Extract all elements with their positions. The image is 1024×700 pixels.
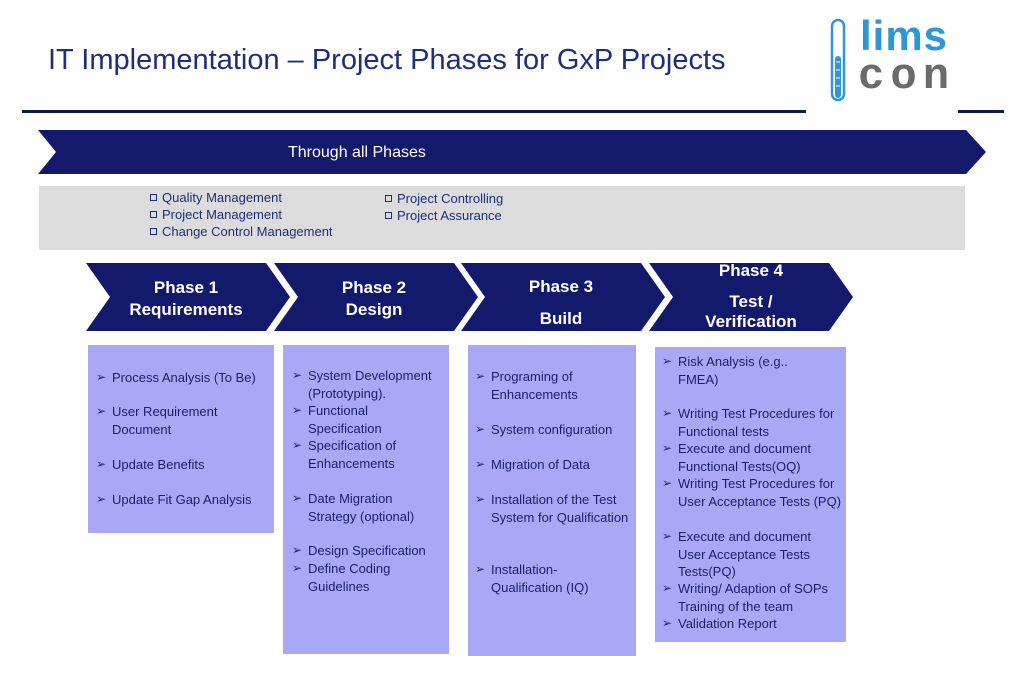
list-item: Project Assurance [385,208,502,223]
phase-4-activities: ➢Risk Analysis (e.g.. FMEA) ➢Writing Tes… [655,347,846,642]
limscon-logo: lims con [828,12,956,110]
arrowhead-bullet-icon: ➢ [475,562,486,576]
square-bullet-icon [150,228,157,236]
arrowhead-bullet-icon: ➢ [292,543,303,557]
square-bullet-icon [150,211,157,219]
through-all-phases-arrow [38,130,986,174]
logo-text-lims: lims [860,12,949,59]
list-item: Change Control Management [150,224,333,239]
list-item: ➢Writing Test Procedures for User Accept… [662,476,842,509]
phase-2-chevron [274,263,478,331]
arrowhead-bullet-icon: ➢ [96,404,107,418]
arrowhead-bullet-icon: ➢ [662,354,673,368]
title-underline [22,110,806,113]
arrowhead-bullet-icon: ➢ [475,422,486,436]
phase-3-activities: ➢Programing of Enhancements ➢System conf… [468,345,636,656]
list-item: ➢Execute and document Functional Tests(O… [662,441,811,474]
arrowhead-bullet-icon: ➢ [475,369,486,383]
title-underline-right [958,110,1004,113]
phase-3-header: Phase 3 Build [485,271,637,335]
phase-2-title: Design [345,300,403,319]
arrowhead-bullet-icon: ➢ [292,403,303,417]
list-item: ➢Update Benefits [96,457,205,472]
arrowhead-bullet-icon: ➢ [292,368,303,382]
arrowhead-bullet-icon: ➢ [662,476,673,490]
arrowhead-bullet-icon: ➢ [662,529,673,543]
phase-1-activities: ➢Process Analysis (To Be) ➢User Requirem… [88,345,274,533]
arrowhead-bullet-icon: ➢ [96,492,107,506]
square-bullet-icon [150,194,157,202]
phase-1-title: Requirements [129,300,243,319]
list-item: ➢Execute and document User Acceptance Te… [662,529,811,579]
cross-phase-activities-box: Quality Management Project Management Ch… [39,186,965,250]
list-item: Project Controlling [385,191,503,206]
list-item: ➢Specification of Enhancements [292,438,397,471]
list-item: ➢Functional Specification [292,403,382,436]
list-item: ➢System configuration [475,422,613,437]
list-item: ➢Update Fit Gap Analysis [96,492,252,507]
arrowhead-bullet-icon: ➢ [292,561,303,575]
phase-2-header: Phase 2 Design [298,277,450,321]
arrowhead-bullet-icon: ➢ [662,616,673,630]
arrowhead-bullet-icon: ➢ [662,406,673,420]
phase-1-header: Phase 1 Requirements [110,277,262,321]
list-item: ➢Migration of Data [475,457,590,472]
list-item: ➢Date Migration Strategy (optional) [292,491,415,524]
list-item: ➢Process Analysis (To Be) [96,370,256,385]
phase-3-title: Build [539,309,583,328]
phase-4-number: Phase 4 [718,261,784,280]
arrowhead-bullet-icon: ➢ [475,457,486,471]
list-item: ➢Installation-Qualification (IQ) [475,562,589,595]
phase-3-number: Phase 3 [528,277,594,296]
list-item: Quality Management [150,190,282,205]
arrowhead-bullet-icon: ➢ [292,491,303,505]
phase-1-chevron [86,263,290,331]
phase-1-number: Phase 1 [153,278,219,297]
phase-4-title-line2: Verification [705,312,797,331]
page-title: IT Implementation – Project Phases for G… [48,44,726,76]
arrowhead-bullet-icon: ➢ [662,441,673,455]
square-bullet-icon [385,195,392,203]
list-item: ➢Writing Test Procedures for Functional … [662,406,835,439]
phase-4-header: Phase 4 Test / Verification [675,261,827,332]
phase-2-activities: ➢System Development (Prototyping). ➢Func… [283,345,449,654]
list-item: ➢Validation Report [662,616,777,631]
list-item: ➢System Development (Prototyping). [292,368,432,401]
test-tube-logo-icon [830,18,846,102]
phase-3-chevron [461,263,665,331]
arrowhead-bullet-icon: ➢ [662,581,673,595]
square-bullet-icon [385,212,392,220]
list-item: ➢Risk Analysis (e.g.. FMEA) [662,354,788,387]
list-item: ➢Writing/ Adaption of SOPs Training of t… [662,581,829,614]
phase-2-number: Phase 2 [341,278,407,297]
list-item: ➢Installation of the Test System for Qua… [475,492,629,525]
arrowhead-bullet-icon: ➢ [475,492,486,506]
logo-text-con: con [858,52,956,102]
phase-4-title-line1: Test / [729,292,773,311]
through-all-phases-label: Through all Phases [288,144,426,161]
list-item: ➢Design Specification [292,543,426,558]
phase-4-chevron [649,263,853,331]
list-item: ➢User Requirement Document [96,404,218,437]
list-item: ➢Define Coding Guidelines [292,561,391,594]
arrowhead-bullet-icon: ➢ [292,438,303,452]
list-item: ➢Programing of Enhancements [475,369,578,402]
list-item: Project Management [150,207,282,222]
arrowhead-bullet-icon: ➢ [96,457,107,471]
arrowhead-bullet-icon: ➢ [96,370,107,384]
